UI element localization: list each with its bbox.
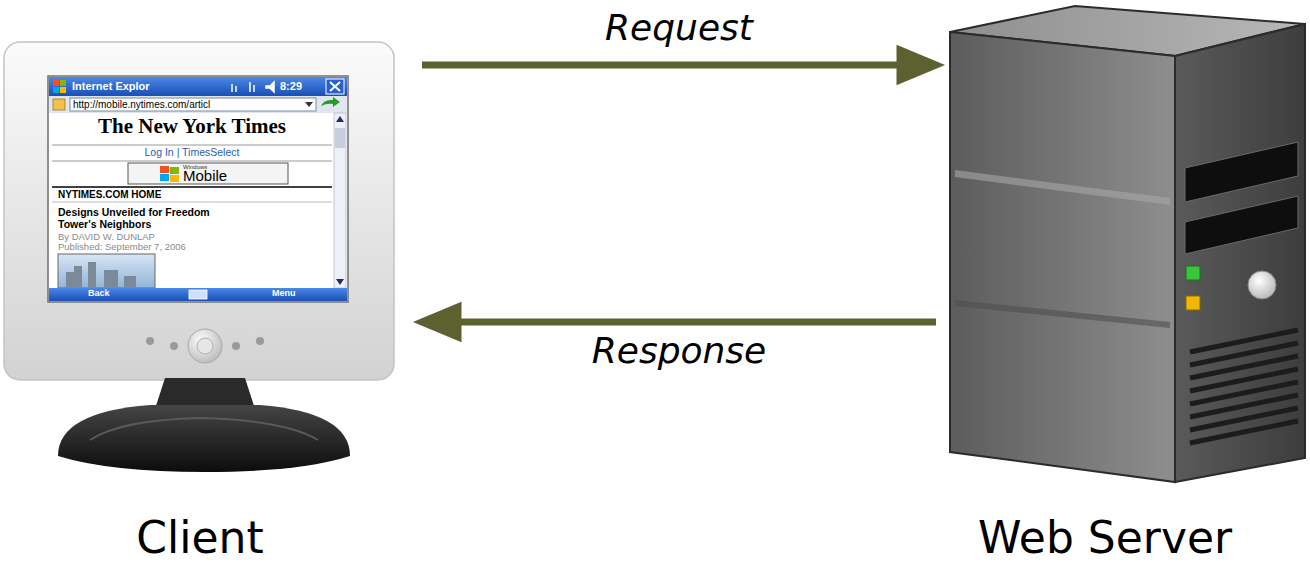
side-bevel	[955, 170, 1170, 205]
screen-text: Back	[88, 289, 138, 299]
node-caption: Client	[0, 512, 400, 565]
screen-bottom-bar	[49, 288, 347, 301]
windows-flag	[53, 80, 59, 86]
screen-text: Mobile	[183, 168, 283, 185]
screen-text: Menu	[272, 289, 322, 299]
drive-bay	[1185, 196, 1298, 254]
arrow-connector	[422, 50, 936, 80]
edge-label: Response	[479, 330, 879, 371]
client-node: Client	[0, 30, 418, 568]
server-illustration	[940, 0, 1310, 568]
keyboard-icon	[189, 290, 207, 299]
screen-text: By DAVID W. DUNLAP	[58, 232, 318, 242]
rule	[52, 145, 332, 146]
photo-buildings	[66, 262, 136, 288]
windows-flag	[60, 80, 66, 86]
screen-text: NYTIMES.COM HOME	[58, 189, 318, 200]
screen-text: 8:29	[280, 80, 320, 92]
rule	[52, 202, 332, 203]
server-front	[1175, 24, 1305, 482]
screen-text: The New York Times	[52, 115, 332, 138]
address-bar	[49, 96, 347, 113]
monitor-bezel	[4, 42, 394, 380]
status-led	[1186, 296, 1200, 310]
monitor-base-highlight	[90, 418, 318, 440]
scrollbar	[334, 113, 346, 288]
screen-title-bar	[49, 77, 347, 96]
scroll-arrows	[336, 116, 344, 285]
edge-label: Request	[479, 7, 879, 48]
news-photo	[58, 254, 155, 288]
monitor-knob	[188, 329, 222, 363]
screen-text: Internet Explor	[72, 80, 222, 92]
scroll-thumb	[335, 128, 345, 148]
rule	[52, 161, 332, 162]
screen-text: Log In | TimesSelect	[52, 147, 332, 159]
status-led	[1186, 266, 1200, 280]
screen-text: Designs Unveiled for Freedom Tower's Nei…	[58, 207, 248, 230]
monitor-button	[170, 342, 178, 350]
drive-bay	[1185, 142, 1298, 202]
address-input	[70, 98, 316, 111]
monitor-base	[58, 405, 350, 472]
mobile-flag	[170, 167, 179, 174]
signal-icons	[232, 82, 274, 92]
mobile-button	[128, 163, 288, 184]
close-cross	[330, 82, 340, 91]
dropdown-arrow	[305, 102, 313, 107]
node-caption: Web Server	[940, 512, 1270, 565]
server-node: Web Server	[940, 0, 1310, 568]
go-arrow	[321, 97, 340, 107]
monitor-knob-inner	[197, 338, 213, 354]
monitor-button	[232, 342, 240, 350]
screen	[48, 76, 348, 302]
vent-slots	[1190, 330, 1298, 443]
side-bevel	[955, 300, 1170, 328]
page-icon	[53, 99, 65, 110]
server-side	[950, 32, 1175, 482]
monitor-button	[256, 337, 264, 345]
close-button	[326, 79, 344, 94]
rule	[52, 186, 332, 188]
power-button	[1248, 271, 1276, 299]
windows-flag	[60, 87, 66, 93]
mobile-flag	[160, 174, 169, 181]
mobile-flag	[170, 175, 179, 182]
windows-flag	[53, 87, 59, 93]
screen-text: http://mobile.nytimes.com/articl	[73, 99, 305, 110]
screen-text: Published: September 7, 2006	[58, 242, 318, 252]
monitor-button	[146, 337, 154, 345]
mobile-flag	[160, 166, 169, 173]
